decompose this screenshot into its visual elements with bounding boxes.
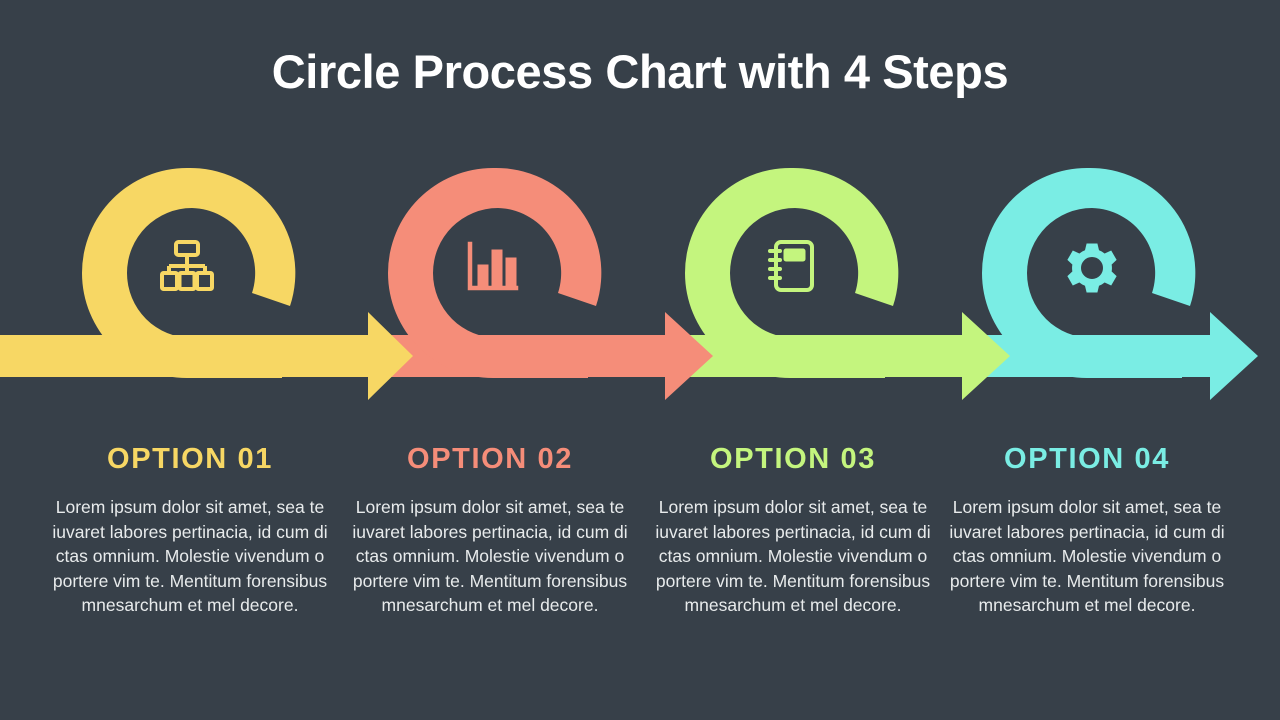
step-column-4[interactable]: OPTION 04 Lorem ipsum dolor sit amet, se…	[937, 440, 1237, 618]
gear-icon	[1067, 243, 1117, 293]
step-body-2: Lorem ipsum dolor sit amet, sea te iuvar…	[352, 497, 628, 615]
step-body-4: Lorem ipsum dolor sit amet, sea te iuvar…	[949, 497, 1225, 615]
page-title: Circle Process Chart with 4 Steps	[271, 45, 1009, 98]
step-3-shape[interactable]	[665, 167, 1010, 400]
step-column-2[interactable]: OPTION 02 Lorem ipsum dolor sit amet, se…	[340, 440, 640, 618]
step-4-shape[interactable]	[962, 167, 1258, 400]
step-title-2: OPTION 02	[407, 443, 573, 475]
step-title-4: OPTION 04	[1004, 443, 1170, 475]
ring-3	[685, 167, 899, 378]
step-body-3: Lorem ipsum dolor sit amet, sea te iuvar…	[655, 497, 931, 615]
step-title-3: OPTION 03	[710, 443, 876, 475]
hierarchy-icon	[160, 240, 214, 291]
step-column-1[interactable]: OPTION 01 Lorem ipsum dolor sit amet, se…	[40, 440, 340, 618]
step-title-1: OPTION 01	[107, 443, 273, 475]
step-1-shape[interactable]	[0, 167, 413, 400]
notebook-icon	[768, 240, 814, 292]
bar-chart-icon	[470, 244, 516, 288]
step-body-1: Lorem ipsum dolor sit amet, sea te iuvar…	[52, 497, 328, 615]
step-2-shape[interactable]	[368, 167, 713, 400]
step-column-3[interactable]: OPTION 03 Lorem ipsum dolor sit amet, se…	[643, 440, 943, 618]
